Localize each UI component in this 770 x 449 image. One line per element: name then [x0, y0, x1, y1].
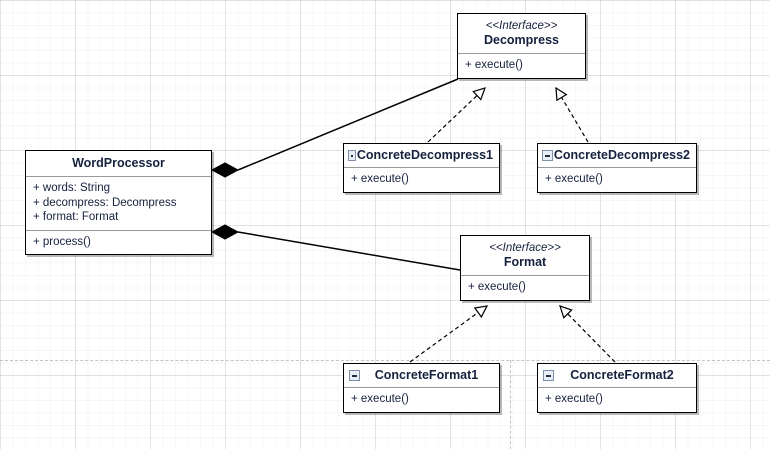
collapse-minus-icon[interactable]: [349, 370, 360, 381]
operation-row: + execute(): [465, 59, 523, 71]
operation-row: + execute(): [545, 173, 603, 185]
concreteformat1-name: ConcreteFormat1: [374, 368, 479, 382]
page-boundary-horizontal: [0, 360, 770, 361]
format-operations: + execute(): [461, 275, 589, 300]
decompress-stereotype: <<Interface>>: [485, 20, 558, 32]
operation-row: + execute(): [351, 173, 409, 185]
operation-row: + execute(): [351, 393, 409, 405]
concretedecompress2-operations: + execute(): [538, 167, 696, 192]
concretedecompress2-name: ConcreteDecompress2: [553, 148, 690, 162]
concreteformat2-name: ConcreteFormat2: [570, 368, 674, 382]
edge-realization-cf2-format: [560, 306, 616, 363]
class-box-concreteformat2[interactable]: ConcreteFormat2 + execute(): [537, 363, 697, 413]
decompress-name: Decompress: [483, 33, 560, 47]
edge-realization-cd1-decompress: [427, 88, 485, 143]
collapse-minus-icon[interactable]: [348, 150, 356, 161]
operation-row: + execute(): [545, 393, 603, 405]
concreteformat2-operations: + execute(): [538, 387, 696, 412]
edge-composition-wordprocessor-format: [210, 224, 461, 271]
format-stereotype: <<Interface>>: [489, 242, 561, 254]
wordprocessor-header: WordProcessor: [26, 151, 211, 176]
edge-realization-cf1-format: [409, 306, 487, 363]
edge-realization-cd2-decompress: [556, 88, 589, 143]
attribute-row: + format: Format: [33, 211, 119, 223]
concretedecompress1-name: ConcreteDecompress1: [356, 148, 493, 162]
format-header: <<Interface>> Format: [461, 236, 589, 275]
wordprocessor-name: WordProcessor: [72, 156, 165, 170]
class-box-concreteformat1[interactable]: ConcreteFormat1 + execute(): [343, 363, 500, 413]
class-box-wordprocessor[interactable]: WordProcessor + words: String + decompre…: [25, 150, 212, 255]
class-box-format[interactable]: <<Interface>> Format + execute(): [460, 235, 590, 301]
concreteformat2-header: ConcreteFormat2: [538, 364, 696, 387]
concreteformat1-header: ConcreteFormat1: [344, 364, 499, 387]
collapse-minus-icon[interactable]: [542, 150, 553, 161]
concretedecompress1-operations: + execute(): [344, 167, 499, 192]
decompress-header: <<Interface>> Decompress: [458, 14, 585, 53]
wordprocessor-operations: + process(): [26, 229, 211, 255]
page-boundary-vertical: [510, 360, 511, 449]
concretedecompress2-header: ConcreteDecompress2: [538, 144, 696, 167]
attribute-row: + words: String: [33, 182, 111, 194]
decompress-operations: + execute(): [458, 53, 585, 78]
collapse-minus-icon[interactable]: [543, 370, 554, 381]
class-box-concretedecompress2[interactable]: ConcreteDecompress2 + execute(): [537, 143, 697, 193]
concreteformat1-operations: + execute(): [344, 387, 499, 412]
attribute-row: + decompress: Decompress: [33, 196, 177, 209]
class-box-concretedecompress1[interactable]: ConcreteDecompress1 + execute(): [343, 143, 500, 193]
format-name: Format: [503, 255, 547, 269]
class-box-decompress[interactable]: <<Interface>> Decompress + execute(): [457, 13, 586, 79]
concretedecompress1-header: ConcreteDecompress1: [344, 144, 499, 167]
operation-row: + execute(): [468, 281, 526, 293]
wordprocessor-attributes: + words: String + decompress: Decompress…: [26, 176, 211, 230]
operation-row: + process(): [33, 235, 91, 248]
